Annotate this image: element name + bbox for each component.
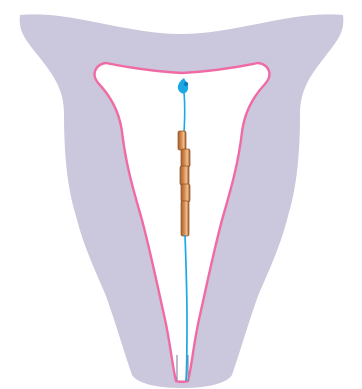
iud-copper-segment-bottom <box>181 201 189 236</box>
iud-copper-segment-mid-3 <box>181 184 190 202</box>
iud-upper-stem <box>184 92 185 132</box>
iud-copper-segment-mid-1 <box>181 149 190 167</box>
iud-copper-segment-top <box>178 131 186 150</box>
iud-copper-segment-mid-2 <box>180 166 189 185</box>
iud-top-bead <box>184 82 188 86</box>
